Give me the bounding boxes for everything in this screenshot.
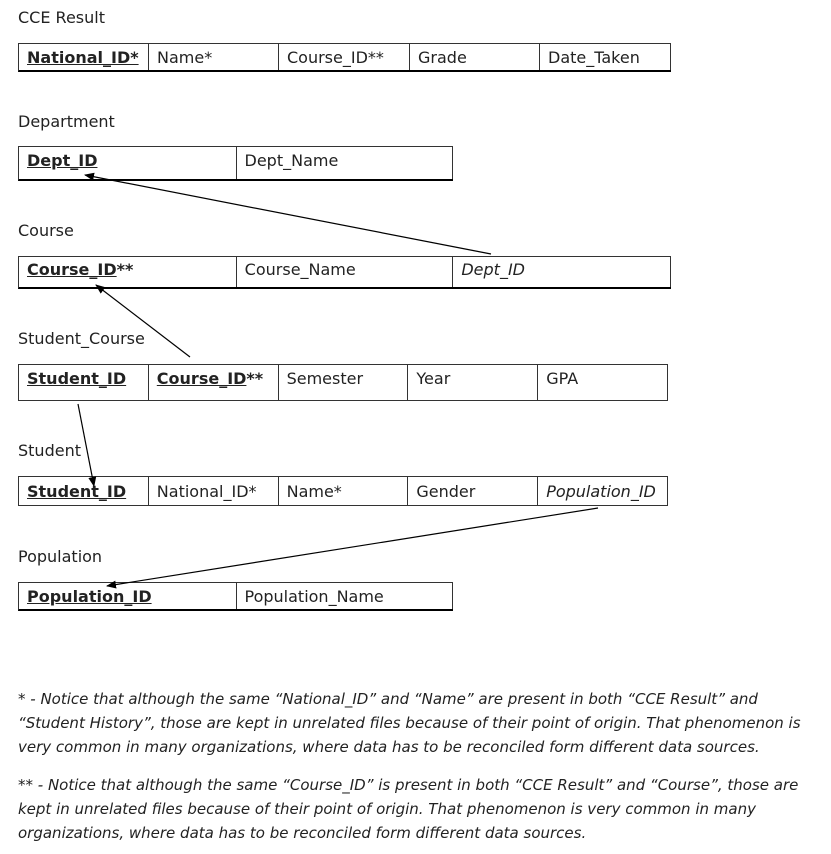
cce-result-name-field: Name* (149, 44, 279, 70)
student-course-gpa-field: GPA (538, 365, 668, 400)
student-national-id-field: National_ID* (149, 477, 279, 505)
student-course-semester-field: Semester (279, 365, 409, 400)
student-title: Student (18, 441, 81, 460)
cce-result-course-id-field: Course_ID** (279, 44, 410, 70)
course-dept-id-fk: Dept_ID (453, 257, 672, 287)
course-table: Course_ID** Course_Name Dept_ID (18, 256, 672, 289)
note-double-star: ** - Notice that although the same “Cour… (18, 776, 799, 842)
student-course-course-id-cell: Course_ID** (149, 365, 279, 400)
cce-result-grade-field: Grade (410, 44, 540, 70)
course-title: Course (18, 221, 74, 240)
student-table: Student_ID National_ID* Name* Gender Pop… (18, 476, 668, 506)
course-course-id-cell: Course_ID** (19, 257, 237, 287)
student-gender-field: Gender (408, 477, 539, 505)
department-title: Department (18, 112, 115, 131)
student-course-course-id-pk: Course_ID (156, 369, 247, 388)
cce-result-date-taken-field: Date_Taken (540, 44, 671, 70)
cce-result-table: National_ID* Name* Course_ID** Grade Dat… (18, 43, 671, 72)
cce-result-title: CCE Result (18, 8, 105, 27)
course-course-id-marker: ** (116, 260, 134, 279)
note-single-star: * - Notice that although the same “Natio… (18, 690, 801, 756)
population-population-id-pk: Population_ID (19, 583, 237, 609)
department-dept-name-field: Dept_Name (237, 147, 453, 179)
population-table: Population_ID Population_Name (18, 582, 453, 611)
arrow-student-population-to-population (106, 507, 599, 589)
student-course-year-field: Year (408, 365, 539, 400)
student-course-table: Student_ID Course_ID** Semester Year GPA (18, 364, 668, 401)
department-dept-id-pk: Dept_ID (19, 147, 237, 179)
student-name-field: Name* (279, 477, 409, 505)
population-population-name-field: Population_Name (237, 583, 453, 609)
department-table: Dept_ID Dept_Name (18, 146, 453, 181)
population-title: Population (18, 547, 103, 566)
student-course-title: Student_Course (18, 329, 145, 348)
student-course-course-id-marker: ** (246, 369, 264, 388)
arrow-course-dept-to-department (84, 172, 492, 255)
course-course-name-field: Course_Name (237, 257, 454, 287)
course-course-id-pk: Course_ID (27, 260, 117, 279)
student-course-student-id-pk: Student_ID (19, 365, 149, 400)
student-student-id-pk: Student_ID (19, 477, 149, 505)
cce-result-national-id-pk: National_ID* (19, 44, 149, 70)
student-population-id-fk: Population_ID (538, 477, 668, 505)
